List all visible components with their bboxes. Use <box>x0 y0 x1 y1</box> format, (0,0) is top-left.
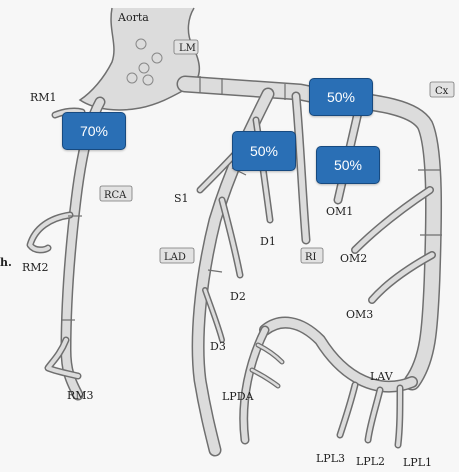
label-lad: LAD <box>164 252 186 263</box>
stenosis-badge-cx: 50% <box>309 78 373 116</box>
label-d3: D3 <box>210 340 226 353</box>
label-rm1: RM1 <box>30 91 57 104</box>
label-rm3: RM3 <box>67 389 94 402</box>
label-cx: Cx <box>435 86 449 97</box>
label-lpda: LPDA <box>222 390 255 403</box>
label-d1: D1 <box>260 235 276 248</box>
label-om3: OM3 <box>346 308 373 321</box>
label-lpl2: LPL2 <box>356 455 385 468</box>
stenosis-badge-om1: 50% <box>316 146 380 184</box>
label-lm: LM <box>179 43 196 54</box>
label-aorta: Aorta <box>117 11 149 24</box>
stenosis-badge-rca: 70% <box>62 112 126 150</box>
stray-text: h. <box>0 256 12 269</box>
label-lpl1: LPL1 <box>403 456 432 469</box>
label-om1: OM1 <box>326 205 353 218</box>
label-om2: OM2 <box>340 252 367 265</box>
label-lpl3: LPL3 <box>316 452 345 465</box>
label-rca: RCA <box>104 190 127 201</box>
label-ri: RI <box>305 252 317 263</box>
stenosis-badge-lad: 50% <box>232 131 296 171</box>
label-rm2: RM2 <box>22 261 49 274</box>
label-lav: LAV <box>370 370 394 383</box>
label-s1: S1 <box>174 192 189 205</box>
label-d2: D2 <box>230 290 246 303</box>
